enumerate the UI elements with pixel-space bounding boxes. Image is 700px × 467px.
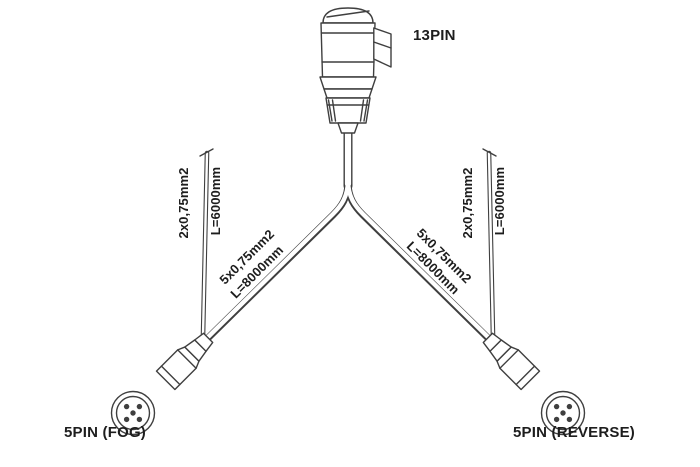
left-connector-face [110, 390, 156, 436]
label-right-tail-length: L=6000mm [492, 167, 507, 235]
label-5pin-reverse: 5PIN (REVERSE) [513, 424, 635, 441]
right-tail-end-tick [482, 148, 497, 157]
cables [199, 124, 497, 342]
plug-ring-lower [323, 88, 373, 99]
label-left-tail-spec: 2x0,75mm2 [176, 167, 191, 238]
left-5pin-connector [155, 332, 214, 391]
left-tail-end-tick [199, 148, 214, 157]
plug-cap [322, 7, 374, 24]
plug-cable-gland [337, 122, 359, 134]
plug-grip-collar [325, 97, 371, 124]
13pin-plug-drawing [319, 7, 392, 134]
plug-ring-upper [319, 76, 377, 90]
label-right-tail-spec: 2x0,75mm2 [460, 167, 475, 238]
right-connector-face [540, 390, 586, 436]
label-13pin: 13PIN [413, 27, 456, 44]
label-left-tail-length: L=6000mm [208, 167, 223, 235]
plug-lever-handle [373, 27, 392, 68]
right-5pin-connector [482, 332, 541, 391]
label-5pin-fog: 5PIN (FOG) [64, 424, 146, 441]
plug-body [320, 22, 376, 78]
